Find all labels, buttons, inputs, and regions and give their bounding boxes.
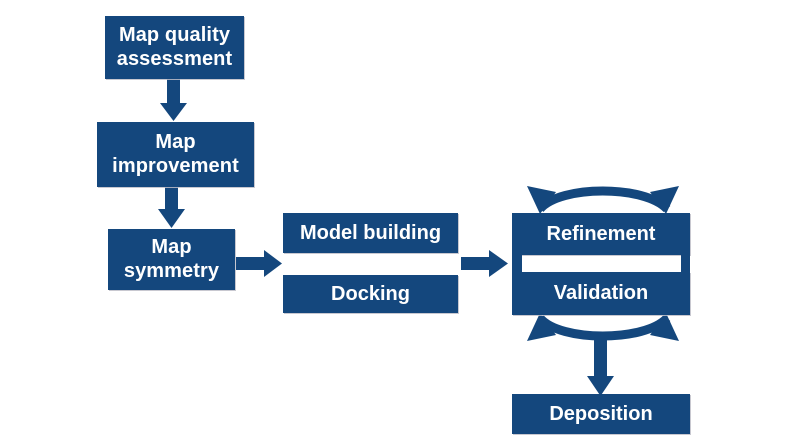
node-deposition[interactable]: Deposition bbox=[512, 394, 690, 434]
arrow-quality-to-improvement bbox=[160, 79, 187, 121]
node-map-quality-assessment[interactable]: Map quality assessment bbox=[105, 16, 244, 79]
node-model-building[interactable]: Model building bbox=[283, 213, 458, 253]
arrow-improvement-to-symmetry bbox=[158, 187, 185, 228]
refinement-validation-connector-right bbox=[681, 255, 690, 272]
node-map-improvement[interactable]: Map improvement bbox=[97, 122, 254, 187]
arrow-building-to-refinement bbox=[461, 250, 508, 277]
node-docking[interactable]: Docking bbox=[283, 275, 458, 313]
node-map-symmetry[interactable]: Map symmetry bbox=[108, 229, 235, 290]
refinement-validation-connector-left bbox=[512, 255, 522, 272]
arrow-symmetry-to-building bbox=[236, 250, 282, 277]
arc-refinement-validation-bottom bbox=[527, 313, 679, 341]
arc-refinement-validation-top bbox=[527, 186, 679, 214]
node-refinement[interactable]: Refinement bbox=[512, 213, 690, 255]
arrow-validation-to-deposition bbox=[587, 332, 614, 396]
node-validation[interactable]: Validation bbox=[512, 272, 690, 315]
